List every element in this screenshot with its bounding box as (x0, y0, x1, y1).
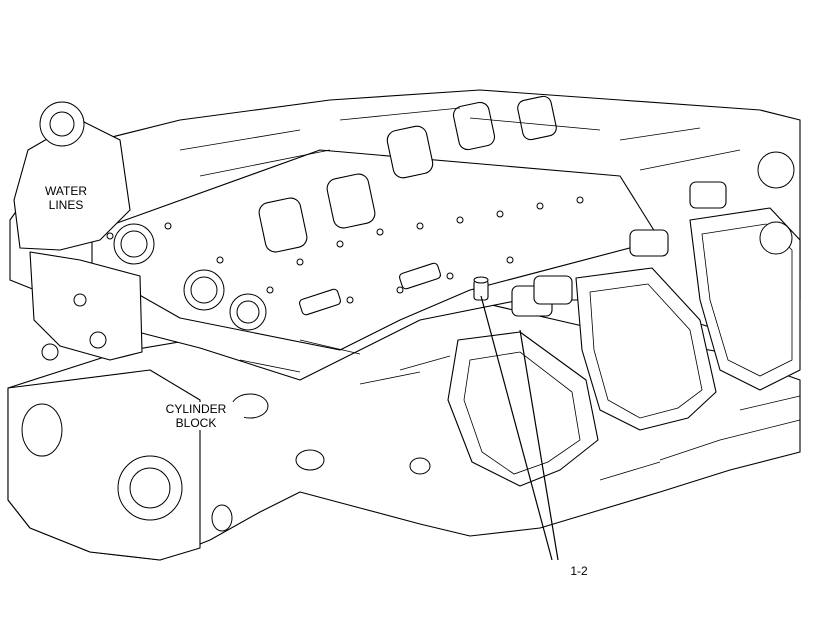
water-outlet-inner (49, 111, 75, 137)
front-port-small (211, 504, 233, 532)
cylinder-block-label: CYLINDER BLOCK (148, 402, 244, 430)
surface-detail-lines (179, 107, 801, 481)
head-ports (258, 95, 557, 316)
water-bracket (29, 251, 143, 361)
callout-label: 1-2 (570, 564, 588, 578)
gasket-bolt-holes (106, 196, 584, 304)
callout-leaders (480, 295, 559, 561)
brackets-right (511, 151, 795, 317)
gasket-bores (113, 223, 267, 331)
bracket-hole-1 (73, 293, 87, 307)
block-port-2 (295, 449, 325, 471)
water-lines-label: WATER LINES (36, 184, 96, 212)
front-port (21, 403, 63, 457)
fitting-bolt (473, 276, 489, 301)
bracket-hole-2 (89, 331, 107, 349)
block-port-3 (409, 457, 431, 475)
bracket-hole-3 (41, 343, 59, 361)
front-bore-inner (129, 467, 171, 509)
manifold-covers (447, 207, 801, 487)
